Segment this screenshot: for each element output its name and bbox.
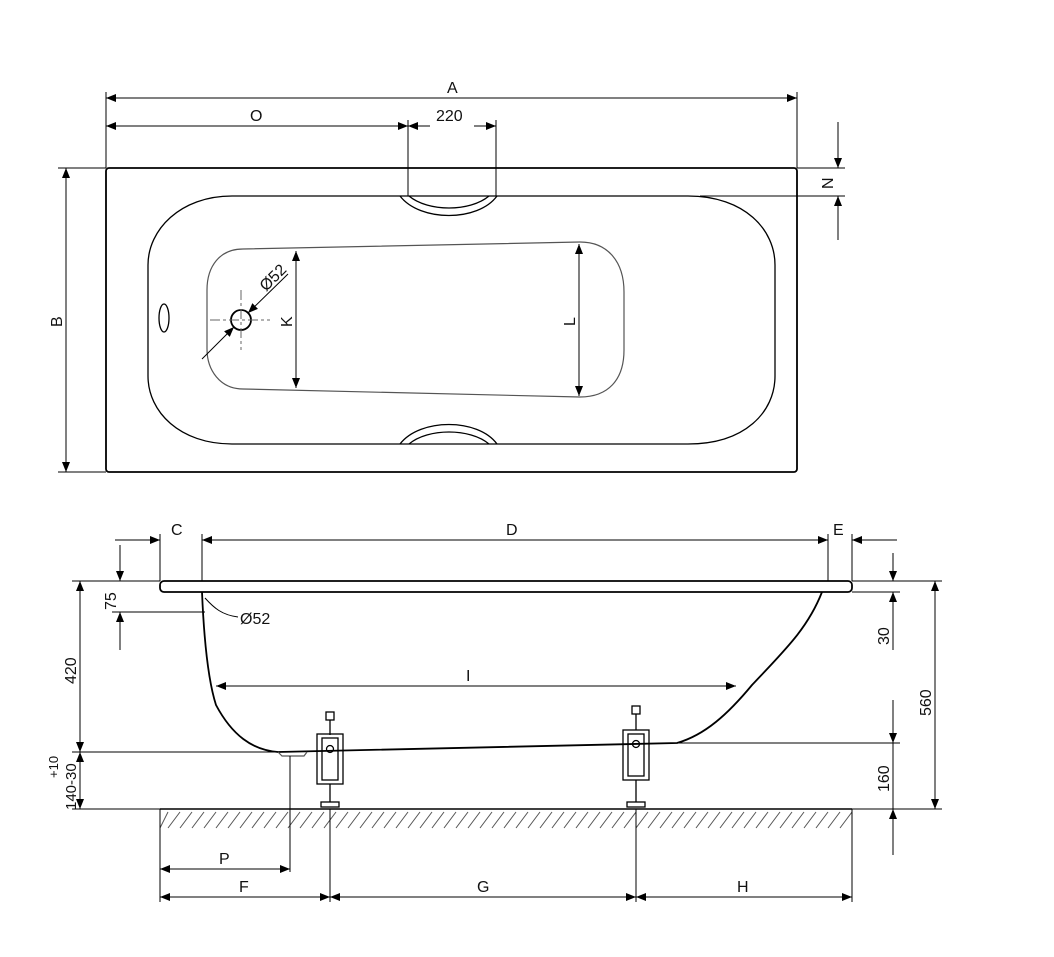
dim-label-P: P (219, 851, 230, 868)
support-foot-right (622, 705, 650, 808)
dim-label-F: F (239, 879, 249, 896)
dim-label-K: K (279, 316, 296, 327)
tub-outer-rim (105, 167, 798, 473)
dim-label-O: O (250, 108, 262, 125)
dim-label-160: 160 (876, 765, 893, 792)
side-view: C D E 75 420 140-30 +10 Ø52 I 30 160 (46, 522, 942, 902)
dim-label-D: D (506, 522, 518, 539)
tub-bottom-area (206, 241, 625, 398)
overflow-outlet (158, 303, 170, 333)
side-drain-diameter-label: Ø52 (240, 611, 270, 628)
drain-icon (201, 273, 289, 360)
dim-label-G: G (477, 879, 489, 896)
dim-label-plus10: +10 (46, 756, 61, 778)
top-view: Ø52 A O 220 N B K L (49, 80, 845, 473)
handle-bottom (399, 423, 498, 445)
dim-label-560: 560 (918, 689, 935, 716)
dim-label-L: L (562, 317, 579, 326)
tub-body-profile (201, 591, 823, 753)
dim-label-30: 30 (876, 627, 893, 645)
tub-inner-basin (147, 195, 776, 445)
dim-label-220: 220 (436, 108, 463, 125)
tub-rim-section (159, 580, 853, 593)
dim-label-N: N (820, 177, 837, 189)
dim-label-C: C (171, 522, 183, 539)
handle-top (399, 195, 498, 217)
dim-label-75: 75 (103, 592, 120, 610)
dim-label-E: E (833, 522, 844, 539)
dim-label-420: 420 (63, 657, 80, 684)
dim-label-H: H (737, 879, 749, 896)
dim-label-B: B (49, 316, 66, 327)
drain-diameter-label: Ø52 (257, 261, 290, 294)
support-foot-left (316, 711, 344, 808)
dim-label-140-30: 140-30 (63, 763, 80, 810)
floor-hatching (159, 811, 853, 829)
dim-label-A: A (447, 80, 458, 97)
dim-label-I: I (466, 668, 470, 685)
